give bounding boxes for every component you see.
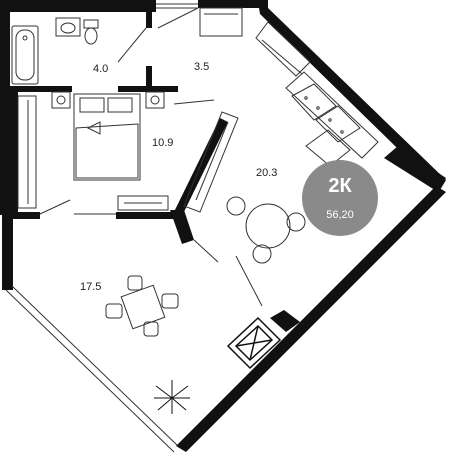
wall-right-notch — [384, 146, 446, 192]
wall-bedroom-diagonal — [172, 118, 228, 220]
pillow-right — [107, 97, 133, 113]
dining-set — [226, 196, 306, 264]
tv-unit-body — [183, 111, 239, 213]
lounge-chair-left — [105, 303, 123, 319]
blanket — [75, 123, 139, 179]
nightstand-right — [145, 91, 165, 109]
wall-top-left — [0, 0, 156, 12]
apartment-badge: 2К 56,20 — [302, 160, 378, 236]
sofa-button-3 — [328, 118, 332, 122]
lounge-chair-bottom — [143, 321, 159, 337]
plant-leaf-2 — [171, 385, 189, 399]
bedroom-wardrobe — [117, 195, 169, 211]
entry-door-swing — [157, 7, 199, 29]
pillow-left — [79, 97, 105, 113]
plant-leaf-3 — [157, 397, 173, 411]
sink-counter — [55, 17, 81, 37]
chair-bottom — [252, 244, 272, 264]
badge-circle — [302, 160, 378, 236]
blanket-fold — [86, 121, 101, 135]
window-left-diagonal-a — [5, 289, 175, 453]
plant-leaf-1 — [155, 385, 173, 399]
bathroom-area-label: 4.0 — [93, 63, 108, 75]
sofa-button-4 — [340, 130, 344, 134]
wall-bedroom-bottom-right — [116, 212, 178, 219]
bathtub-drain — [22, 35, 28, 41]
bath-door-swing — [117, 27, 147, 63]
wardrobe-left-wall — [17, 95, 37, 209]
bathtub-inner — [15, 29, 35, 81]
badge-total-area: 56,20 — [326, 209, 354, 221]
wall-top-diagonal — [258, 2, 446, 190]
lounge-chair-top — [127, 275, 143, 291]
hall-wardrobe — [199, 7, 243, 37]
sofa-chaise — [305, 129, 351, 167]
lounge-chair-right — [161, 293, 179, 309]
interior-walls — [10, 0, 300, 332]
hall-door-swing — [173, 99, 215, 105]
plant-icon — [154, 380, 190, 414]
nightstand-left — [51, 91, 71, 109]
hall-area-label: 3.5 — [194, 61, 209, 73]
toilet — [83, 19, 99, 45]
wall-balcony-right — [270, 310, 300, 332]
wall-left-lower — [2, 215, 13, 290]
wall-left-upper — [0, 0, 10, 215]
vent-box-outer — [226, 316, 282, 370]
lamp-left — [56, 95, 66, 105]
sink — [55, 17, 81, 37]
living-door-swing — [193, 239, 219, 263]
hall-wardrobe-box — [199, 7, 243, 37]
tv-unit-line — [195, 121, 229, 201]
lounge-area-label: 17.5 — [80, 281, 101, 293]
windows — [5, 3, 198, 453]
window-left-diagonal-b — [11, 285, 179, 447]
bathtub — [11, 25, 39, 85]
kitchen-counter — [255, 21, 311, 77]
sofa-seat-b — [315, 105, 361, 143]
chair-top-left — [226, 196, 246, 216]
vent-box — [226, 316, 282, 370]
lounge-dining-set — [105, 275, 179, 337]
balcony-door-swing — [235, 255, 263, 307]
badge-type: 2К — [328, 175, 352, 197]
tv-unit — [183, 111, 239, 213]
wall-bath-right-low — [146, 66, 152, 92]
wall-bedroom-bottom-left — [10, 212, 40, 219]
bed — [73, 93, 141, 181]
bedroom-door-swing — [39, 199, 71, 215]
wall-bedroom-left — [10, 92, 18, 214]
wall-top-right-stub — [198, 0, 268, 8]
living-area-label: 20.3 — [256, 167, 277, 179]
toilet-tank — [83, 19, 99, 29]
plant-leaf-4 — [171, 397, 187, 411]
bedroom-area-label: 10.9 — [152, 137, 173, 149]
exterior-walls — [0, 0, 446, 452]
sofa-seat-a — [291, 83, 337, 121]
bathtub-outer — [11, 25, 39, 85]
lamp-right — [150, 95, 160, 105]
lounge-table — [120, 284, 166, 330]
wall-bedroom-corner — [170, 210, 194, 244]
wall-bath-right — [146, 0, 152, 28]
bedroom-furniture — [17, 91, 169, 211]
chair-right — [286, 212, 306, 232]
toilet-bowl — [84, 27, 98, 45]
wall-right-diagonal — [176, 186, 446, 452]
kitchen-counter-line — [261, 39, 303, 75]
dining-table — [245, 203, 291, 249]
sofa-button-2 — [316, 106, 320, 110]
wall-bath-bottom — [10, 86, 72, 92]
sofa — [285, 71, 379, 167]
sofa-button-1 — [304, 96, 308, 100]
kitchen-units — [255, 21, 311, 77]
sofa-back — [285, 71, 379, 159]
sink-basin — [60, 22, 76, 34]
vent-box-x2 — [249, 325, 259, 361]
